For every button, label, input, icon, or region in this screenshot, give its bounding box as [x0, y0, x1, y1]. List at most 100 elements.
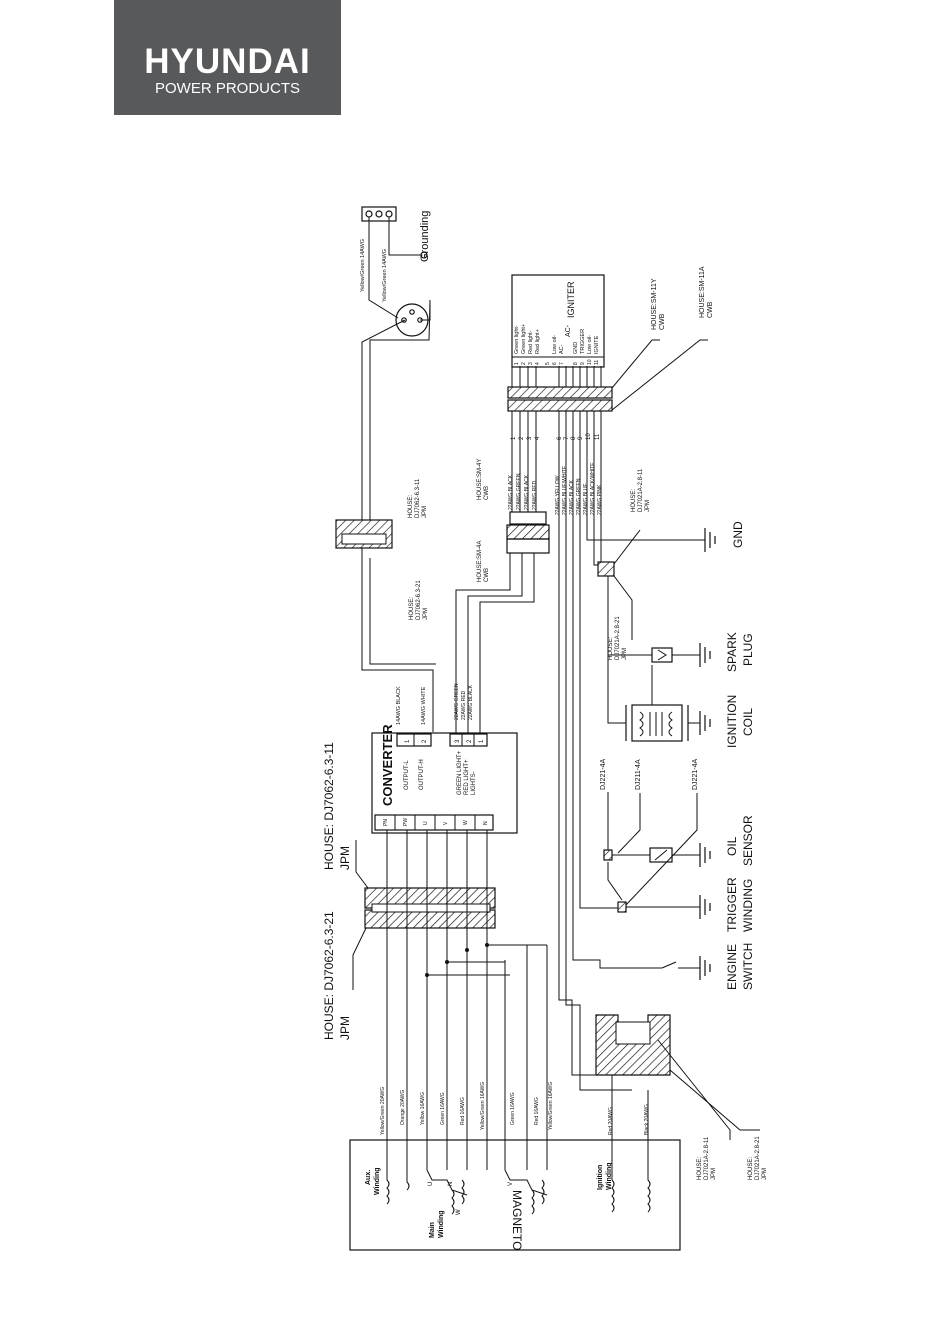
igniter-wires — [511, 366, 602, 387]
iw-label-1: 22AWG YELLOW — [555, 475, 561, 515]
magneto-label: MAGNETO — [510, 1190, 524, 1250]
light-wire-1: 22AWG GREEN — [454, 683, 460, 720]
dj7021a-mid-leader — [613, 575, 633, 640]
igniter-title-1: AC- — [565, 324, 572, 337]
spark-label-1: SPARK — [725, 632, 739, 672]
engine-switch — [640, 956, 711, 980]
ground-wire-label-2: Yellow/Green 14AWG — [382, 249, 388, 302]
igniter-pin-8: 8 — [573, 362, 579, 365]
house-bottom-1-2: DJ7021A-2.8-11 — [704, 1136, 710, 1180]
house-main-right-2: JPM — [338, 846, 352, 870]
mw-label-8: Red 16AWG — [534, 1097, 540, 1125]
main-connector — [364, 887, 496, 929]
house-bottom-2-2: DJ7021A-2.8-21 — [755, 1136, 761, 1180]
iw-label-2: 22AWG BLUE/WHITE — [562, 465, 568, 515]
dj7021a-top-leader — [613, 529, 641, 565]
ignition-coil — [607, 665, 711, 742]
socket-connector — [335, 519, 393, 549]
house-sm11y-1: HOUSE:SM-11Y — [651, 278, 658, 330]
converter-output-h: OUTPUT-H — [419, 759, 425, 790]
trigger-label-2: WINDING — [741, 879, 755, 932]
ground-wire-label-1: Yellow/Green 14AWG — [360, 239, 366, 292]
igniter-terminal-10: Low oil- — [587, 335, 593, 354]
trigger-winding — [617, 895, 711, 919]
converter-out-pin-2: 2 — [422, 739, 428, 743]
trigger-label-1: TRIGGER — [725, 877, 739, 932]
house-dj7021a-mid-1: HOUSE: — [608, 637, 614, 660]
converter-pin-v: V — [443, 821, 449, 825]
spark-label-2: PLUG — [741, 633, 755, 666]
main-wires — [386, 830, 548, 1170]
out-wire-1: 14AWG BLACK — [396, 686, 402, 725]
converter-title: CONVERTER — [380, 724, 395, 806]
igniter-terminal-9: TRIGGER — [580, 329, 586, 354]
igniter-terminal-1: Green light- — [514, 325, 520, 354]
socket-house-r-2: DJ7062-6.3-11 — [415, 478, 421, 518]
iw-pin-10: 10 — [586, 433, 592, 440]
house-dj7021a-top-2: DJ7021A-2.8-11 — [638, 468, 644, 512]
mw-label-4: Green 16AWG — [440, 1092, 446, 1125]
igniter-pin-9: 9 — [580, 362, 586, 365]
iw-label-6: 22AWG BLACK/WHITE — [590, 462, 596, 515]
main-winding-1: Main — [429, 1222, 436, 1238]
bottom-connector — [595, 1014, 760, 1170]
sm4-connector — [506, 511, 550, 554]
converter-pin-n: N — [483, 821, 489, 825]
igniter-pin-7: 7 — [559, 362, 565, 365]
converter-pin-u: U — [423, 821, 429, 825]
igniter-pin-4: 4 — [535, 362, 541, 365]
house-bottom-2-1: HOUSE: — [748, 1157, 754, 1180]
house-dj7021a-mid-3: JPM — [622, 648, 628, 660]
mw-label-7: Green 16AWG — [510, 1092, 516, 1125]
house-sm11y-2: CWB — [659, 313, 666, 330]
igniter-pin-3: 3 — [528, 362, 534, 365]
oil-label-1: OIL — [725, 836, 739, 856]
iw-label-4: 22AWG GREEN — [576, 478, 582, 515]
iw-pin-11: 11 — [595, 433, 601, 440]
house-main-left-1: HOUSE: DJ7062-6.3-21 — [322, 911, 336, 1040]
sm4-wire-1: 22AWG BLACK — [508, 474, 514, 510]
converter-pin-pw: PW — [403, 818, 409, 826]
spark-plug — [608, 643, 711, 667]
oil-sensor — [603, 792, 711, 907]
sm11y-leader — [611, 339, 660, 389]
coil-label-1: IGNITION — [725, 695, 739, 748]
converter-light-pin-1: 1 — [479, 739, 485, 743]
iw-label-5: 22AWG BLUE — [583, 483, 589, 515]
converter-light-pin-2: 2 — [467, 739, 473, 743]
iw-label-7: 22AWG PINK — [597, 484, 603, 515]
iw-pin-4: 4 — [535, 436, 541, 440]
igniter-terminal-6: Low oil- — [552, 335, 558, 354]
house-sm4a-2: CWB — [484, 568, 490, 582]
converter-pin-pn: PN — [383, 819, 389, 826]
converter-output-l: OUTPUT-L — [404, 760, 410, 790]
mw-label-2: Orange 20AWG — [400, 1090, 406, 1125]
mw-label-10: Red 20AWG — [608, 1107, 614, 1135]
gnd-symbol — [704, 528, 716, 552]
sm4-to-igniter-wires — [511, 400, 537, 512]
pin-v: V — [508, 1182, 514, 1186]
converter-box — [371, 732, 518, 834]
main-right-leader — [355, 840, 369, 889]
engine-label-1: ENGINE — [725, 944, 739, 990]
sm4-wire-3: 22AWG BLACK — [524, 474, 530, 510]
main-winding-2: Winding — [438, 1210, 445, 1238]
igniter-terminal-4: Red light+ — [535, 329, 541, 354]
socket-house-l-1: HOUSE: — [409, 597, 415, 620]
grounding-label: Grounding — [419, 211, 431, 262]
house-dj7021a-mid-2: DJ7021A-2.8-21 — [615, 616, 621, 660]
pin-n: N — [448, 1182, 454, 1186]
iw-pin-8: 8 — [571, 436, 577, 440]
coil-label-2: COIL — [741, 708, 755, 736]
logo-subtitle: POWER PRODUCTS — [154, 80, 300, 97]
gnd-label: GND — [731, 521, 745, 548]
igniter-pin-numbers: 1 2 3 4 5 6 7 8 9 10 11 — [514, 359, 600, 365]
light-wire-3: 22AWG BLACK — [468, 684, 474, 720]
pin-u: U — [428, 1182, 434, 1186]
pin-w: W — [456, 1209, 462, 1215]
iw-pin-1: 1 — [511, 436, 517, 440]
house-sm11a-2: CWB — [707, 301, 714, 318]
igniter-pin-10: 10 — [587, 359, 593, 365]
igniter-wire-labels: 22AWG YELLOW 22AWG BLUE/WHITE 22AWG BLAC… — [555, 462, 603, 515]
